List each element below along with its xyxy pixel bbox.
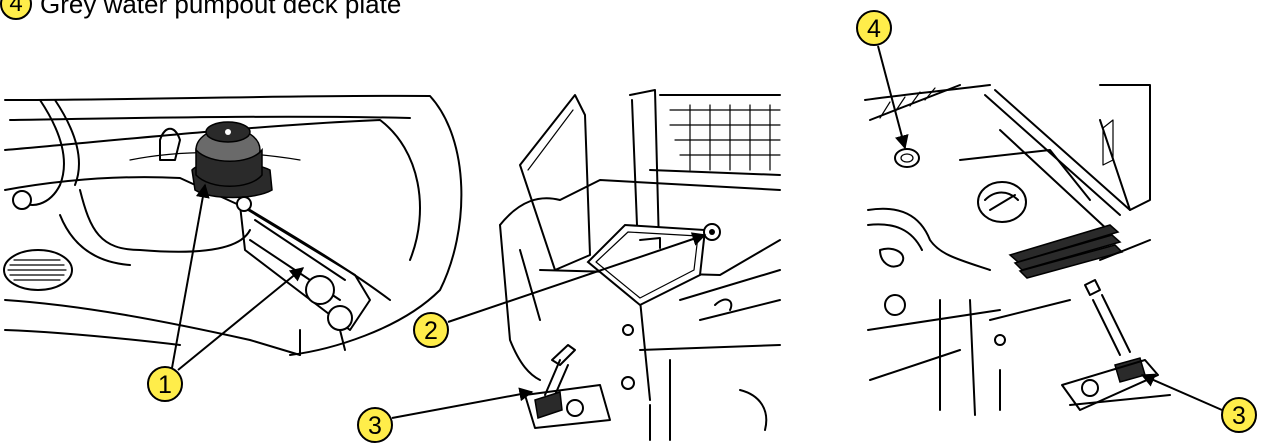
callout-2: 2 bbox=[413, 312, 449, 348]
callout-2-label: 2 bbox=[424, 317, 438, 345]
callout-3-left-label: 3 bbox=[368, 412, 382, 440]
legend-label: Grey water pumpout deck plate bbox=[40, 0, 402, 19]
legend-number-badge: 4 bbox=[0, 0, 32, 20]
callout-3-left: 3 bbox=[357, 407, 393, 443]
callout-4: 4 bbox=[856, 10, 892, 46]
panel-bow-windlass bbox=[3, 94, 463, 356]
leader-lines bbox=[171, 45, 1223, 419]
panel-cockpit-hatch bbox=[499, 89, 781, 441]
callout-1-label: 1 bbox=[158, 371, 172, 399]
callout-3-right: 3 bbox=[1221, 397, 1257, 433]
callout-1: 1 bbox=[147, 366, 183, 402]
panel-stern-pumpout bbox=[864, 84, 1171, 416]
legend-item-4: 4 Grey water pumpout deck plate bbox=[0, 0, 401, 22]
callout-4-label: 4 bbox=[867, 15, 881, 43]
callout-3-right-label: 3 bbox=[1232, 402, 1246, 430]
